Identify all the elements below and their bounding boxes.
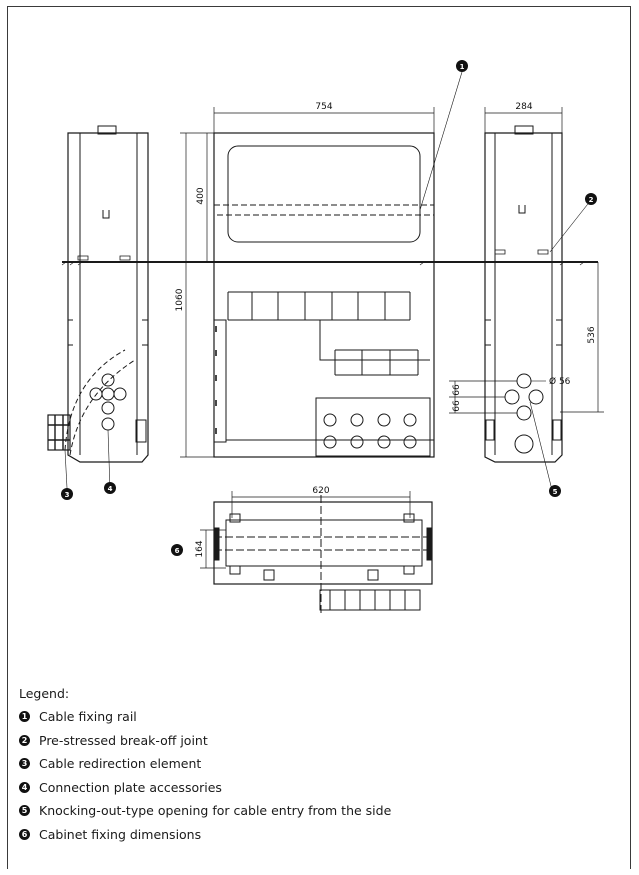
dim-1060: 1060 (175, 288, 185, 311)
legend-marker-2: 2 (19, 734, 30, 746)
callout-5: 5 (549, 485, 561, 497)
svg-text:2: 2 (589, 196, 594, 204)
legend-marker-6: 6 (19, 828, 30, 840)
legend-item: 2 Pre-stressed break-off joint (19, 729, 619, 753)
legend-text: Knocking-out-type opening for cable entr… (39, 803, 392, 818)
legend-title: Legend: (19, 686, 70, 701)
callout-1: 1 (456, 60, 468, 72)
dimension-lines (180, 107, 604, 569)
svg-text:5: 5 (553, 488, 558, 496)
callout-3: 3 (61, 488, 73, 500)
dim-620: 620 (312, 486, 329, 496)
legend-item: 5 Knocking-out-type opening for cable en… (19, 799, 619, 823)
dim-754: 754 (315, 102, 332, 112)
legend: Legend: 1 Cable fixing rail 2 Pre-stress… (19, 683, 619, 846)
diagram-frame (7, 6, 631, 869)
legend-marker-3: 3 (19, 758, 30, 770)
dim-66-b: 66 (452, 400, 462, 412)
svg-text:1: 1 (460, 63, 465, 71)
legend-text: Cable fixing rail (39, 709, 137, 724)
left-side-view (47, 125, 149, 463)
legend-item: 1 Cable fixing rail (19, 705, 619, 729)
callout-4: 4 (104, 482, 116, 494)
legend-item: 6 Cabinet fixing dimensions (19, 823, 619, 847)
legend-item: 3 Cable redirection element (19, 752, 619, 776)
legend-text: Cabinet fixing dimensions (39, 826, 202, 842)
dim-66-a: 66 (452, 384, 462, 396)
dim-284: 284 (515, 102, 532, 112)
right-side-view (484, 125, 563, 463)
svg-text:4: 4 (108, 485, 113, 493)
svg-text:3: 3 (65, 491, 70, 499)
svg-text:6: 6 (175, 547, 180, 555)
dim-536: 536 (587, 326, 597, 343)
legend-item: 4 Connection plate accessories (19, 776, 619, 800)
ground-line (61, 261, 598, 266)
legend-marker-5: 5 (19, 805, 30, 817)
dim-400: 400 (196, 187, 206, 204)
legend-text: Connection plate accessories (39, 779, 222, 795)
legend-marker-1: 1 (19, 711, 30, 723)
dim-164: 164 (195, 540, 205, 557)
dim-diameter-56: Ø 56 (549, 376, 571, 387)
front-view (213, 132, 435, 458)
legend-text: Pre-stressed break-off joint (39, 732, 208, 748)
callout-6: 6 (171, 544, 183, 556)
callout-leaders (64, 71, 592, 491)
legend-marker-4: 4 (19, 781, 30, 793)
legend-text: Cable redirection element (39, 756, 202, 771)
callout-2: 2 (585, 193, 597, 205)
base-view (213, 495, 433, 615)
technical-drawing: 754 400 1060 284 536 66 66 Ø 56 620 164 … (47, 60, 604, 615)
